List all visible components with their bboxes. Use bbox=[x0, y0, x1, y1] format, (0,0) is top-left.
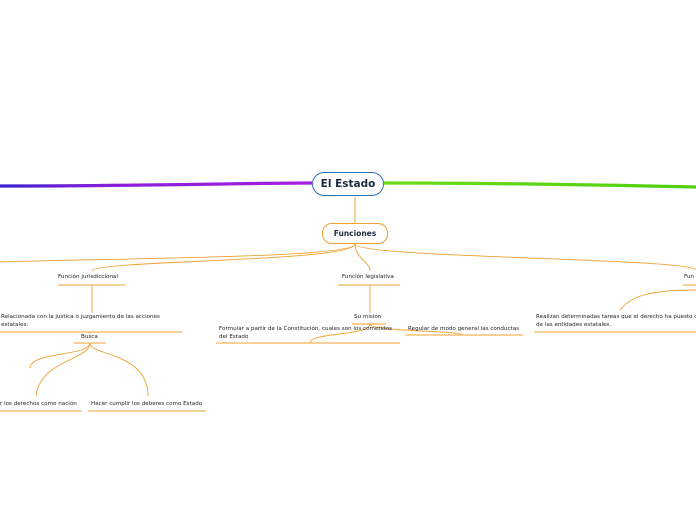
node-busca[interactable]: Busca bbox=[81, 334, 98, 340]
node-funcion-legislativa[interactable]: Función legislativa bbox=[342, 274, 394, 280]
branch-right bbox=[383, 181, 696, 189]
node-underlines bbox=[0, 284, 696, 412]
node-administrativa-desc-line2: de las entidades estatales. bbox=[536, 322, 612, 328]
node-regular[interactable]: Regular de modo general las conductas bbox=[408, 326, 520, 332]
node-jurisdiccional-desc-line1: Relacionada con la justica o juzgamiento… bbox=[1, 314, 160, 320]
branch-left bbox=[0, 181, 313, 188]
node-jurisdiccional-desc[interactable]: Relacionada con la justica o juzgamiento… bbox=[1, 313, 160, 329]
node-funciones[interactable]: Funciones bbox=[322, 223, 388, 244]
node-jurisdiccional-desc-line2: estatales. bbox=[1, 322, 29, 328]
node-formular[interactable]: Formular a partir de la Constitución, cu… bbox=[219, 325, 392, 341]
node-funcion-administrativa[interactable]: Fun bbox=[684, 274, 695, 280]
node-formular-line2: del Estado bbox=[219, 334, 249, 340]
node-formular-line1: Formular a partir de la Constitución, cu… bbox=[219, 326, 393, 332]
node-deberes-estado[interactable]: Hacer cumplir los deberes como Estado bbox=[91, 401, 203, 407]
node-funcion-jurisdiccional[interactable]: Función jurisdiccional bbox=[58, 274, 119, 280]
node-administrativa-desc[interactable]: Realizan determinadas tareas que el dere… bbox=[536, 313, 696, 329]
root-node-el-estado[interactable]: El Estado bbox=[312, 172, 384, 196]
connectors-sub bbox=[29, 285, 696, 397]
node-derechos-nacion[interactable]: r los derechos como nación bbox=[0, 401, 77, 407]
node-su-mision[interactable]: Su misión bbox=[354, 314, 382, 320]
connectors-funciones bbox=[0, 243, 696, 272]
node-administrativa-desc-line1: Realizan determinadas tareas que el dere… bbox=[536, 314, 696, 320]
